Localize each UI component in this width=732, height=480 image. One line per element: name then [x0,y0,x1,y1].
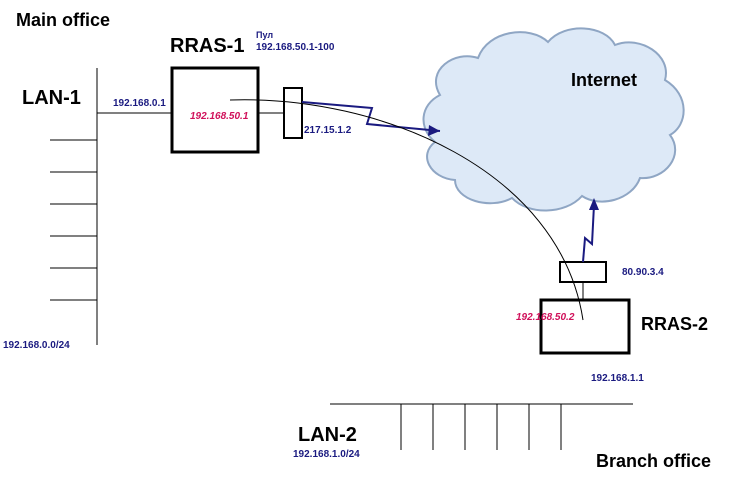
rras1-tunnel-ip: 192.168.50.1 [190,111,249,122]
internet-label: Internet [571,70,638,90]
rras2-wan-ip: 80.90.3.4 [622,267,664,278]
pool-title: Пул [256,30,274,40]
lan2-bus [330,403,633,450]
lan1-network: 192.168.0.0/24 [3,340,70,351]
pool-range: 192.168.50.1-100 [256,42,335,53]
vpn-tunnel-curve [229,99,584,321]
rras1-server [170,66,260,154]
lan2-network: 192.168.1.0/24 [293,449,360,460]
main-office-label: Main office [16,10,111,30]
internet-cloud [422,27,685,212]
rras1-wan-ip: 217.15.1.2 [304,125,352,136]
lan1-bus [50,68,172,345]
branch-office-label: Branch office [596,451,712,471]
rras2-lan-ip: 192.168.1.1 [591,373,644,384]
rras2-tunnel-ip: 192.168.50.2 [516,312,575,323]
rras1-label: RRAS-1 [170,35,245,57]
rras1-wan-link [301,101,441,136]
lan1-label: LAN-1 [22,87,81,109]
rras2-wan-link [582,198,599,263]
rras1-wan-interface [283,87,303,139]
rras2-label: RRAS-2 [641,314,709,334]
lan2-label: LAN-2 [298,424,357,446]
rras2-server [539,298,631,355]
rras1-lan-ip: 192.168.0.1 [113,98,166,109]
